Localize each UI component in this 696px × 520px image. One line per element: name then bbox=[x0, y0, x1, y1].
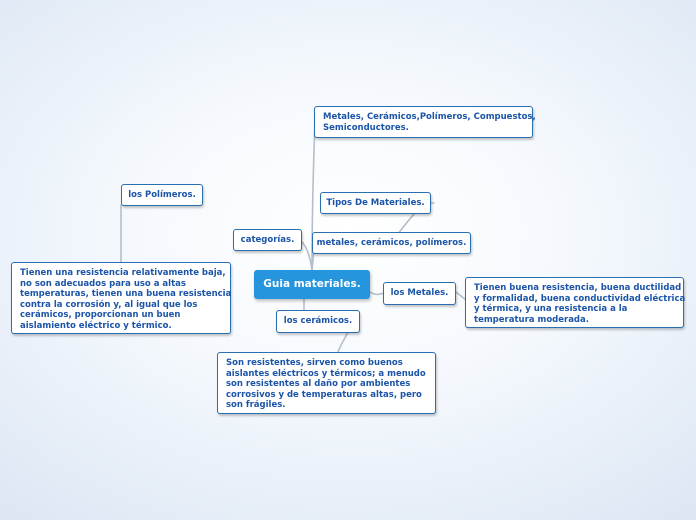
node-categorias-list[interactable]: metales, cerámicos, polímeros. bbox=[312, 232, 471, 254]
node-polimeros-desc-line: aislamiento eléctrico y térmico. bbox=[20, 320, 172, 331]
node-metales-desc-line: Tienen buena resistencia, buena ductilid… bbox=[474, 283, 682, 293]
node-polimeros-desc-line: contra la corrosión y, al igual que los bbox=[20, 299, 198, 310]
node-categorias[interactable]: categorías. bbox=[233, 229, 302, 251]
node-metales-label: los Metales. bbox=[390, 288, 449, 299]
node-polimeros-label: los Polímeros. bbox=[128, 189, 196, 200]
node-ceramicos-label: los cerámicos. bbox=[283, 316, 353, 327]
node-tipos-de-materiales[interactable]: Tipos De Materiales. bbox=[320, 192, 431, 214]
root-topic-label: Guia materiales. bbox=[263, 278, 361, 291]
node-tipos-list-line: Semiconductores. bbox=[323, 122, 409, 133]
node-ceramicos-desc-line: son resistentes al daño por ambientes bbox=[226, 379, 411, 389]
node-metales-desc[interactable]: Tienen buena resistencia, buena ductilid… bbox=[465, 277, 686, 328]
node-categorias-label: categorías. bbox=[240, 234, 295, 245]
node-categorias-list-label: metales, cerámicos, polímeros. bbox=[316, 237, 467, 248]
node-tipos-de-materiales-label: Tipos De Materiales. bbox=[326, 197, 425, 208]
node-metales-desc-line: y térmica, y una resistencia a la bbox=[474, 304, 628, 314]
connector-ceramicos-desc bbox=[337, 331, 349, 353]
root-topic[interactable]: Guia materiales. bbox=[254, 270, 370, 299]
node-metales[interactable]: los Metales. bbox=[383, 282, 456, 305]
node-metales-desc-line: y formalidad, buena conductividad eléctr… bbox=[474, 293, 686, 304]
node-polimeros-desc-line: cerámicos, proporcionan un buen bbox=[20, 310, 181, 320]
node-ceramicos-desc[interactable]: Son resistentes, sirven como buenos aisl… bbox=[217, 352, 436, 414]
node-polimeros-desc-line: no son adecuados para uso a altas bbox=[20, 278, 186, 289]
node-polimeros[interactable]: los Polímeros. bbox=[121, 184, 203, 206]
node-ceramicos[interactable]: los cerámicos. bbox=[276, 310, 360, 333]
node-metales-desc-line: temperatura moderada. bbox=[474, 314, 589, 325]
node-polimeros-desc[interactable]: Tienen una resistencia relativamente baj… bbox=[11, 262, 231, 334]
node-ceramicos-desc-line: corrosivos y de temperaturas altas, pero bbox=[226, 389, 422, 400]
node-ceramicos-desc-line: son frágiles. bbox=[226, 400, 286, 410]
connector-metales-desc bbox=[455, 291, 467, 301]
node-polimeros-desc-line: temperaturas, tienen una buena resistenc… bbox=[20, 289, 232, 299]
node-ceramicos-desc-line: aislantes eléctricos y térmicos; a menud… bbox=[226, 368, 426, 379]
node-ceramicos-desc-line: Son resistentes, sirven como buenos bbox=[226, 358, 403, 368]
node-tipos-list[interactable]: Metales, Cerámicos,Polímeros, Compuestos… bbox=[314, 106, 536, 138]
connector-root-metales bbox=[369, 291, 385, 296]
node-tipos-list-line: Metales, Cerámicos,Polímeros, Compuestos… bbox=[323, 112, 536, 122]
node-polimeros-desc-line: Tienen una resistencia relativamente baj… bbox=[20, 268, 226, 278]
